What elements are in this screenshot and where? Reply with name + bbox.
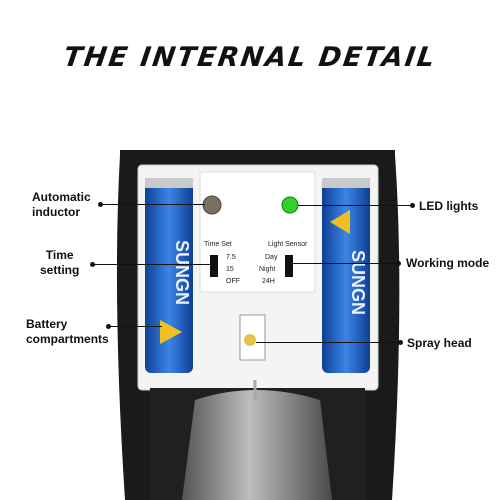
svg-text:15: 15 [226, 266, 234, 273]
svg-text:Day: Day [265, 254, 278, 261]
svg-text:OFF: OFF [226, 278, 240, 285]
label-led-lights: LED lights [419, 199, 479, 213]
label-time-setting: Time setting [40, 248, 80, 277]
svg-text:7.5: 7.5 [226, 254, 236, 261]
svg-text:24H: 24H [262, 278, 275, 285]
battery-brand-right: SUNGN [348, 250, 368, 315]
label-working-mode: Working mode [406, 256, 490, 270]
svg-text:Light Sensor: Light Sensor [268, 241, 308, 248]
label-spray-head: Spray head [407, 336, 472, 350]
battery-right [322, 178, 370, 373]
time-switch [210, 255, 218, 277]
spray-head [244, 334, 256, 346]
battery-left [145, 178, 193, 373]
label-automatic-inductor: Automatic inductor [32, 190, 91, 219]
svg-text:Time Set: Time Set [204, 241, 232, 248]
label-battery-compartments: Battery compartments [26, 317, 109, 346]
spray-can [182, 390, 332, 500]
inductor [202, 195, 222, 215]
mode-switch [285, 255, 293, 277]
svg-text:Night: Night [259, 266, 275, 273]
led-light [281, 196, 299, 214]
battery-brand-left: SUNGN [172, 240, 192, 305]
